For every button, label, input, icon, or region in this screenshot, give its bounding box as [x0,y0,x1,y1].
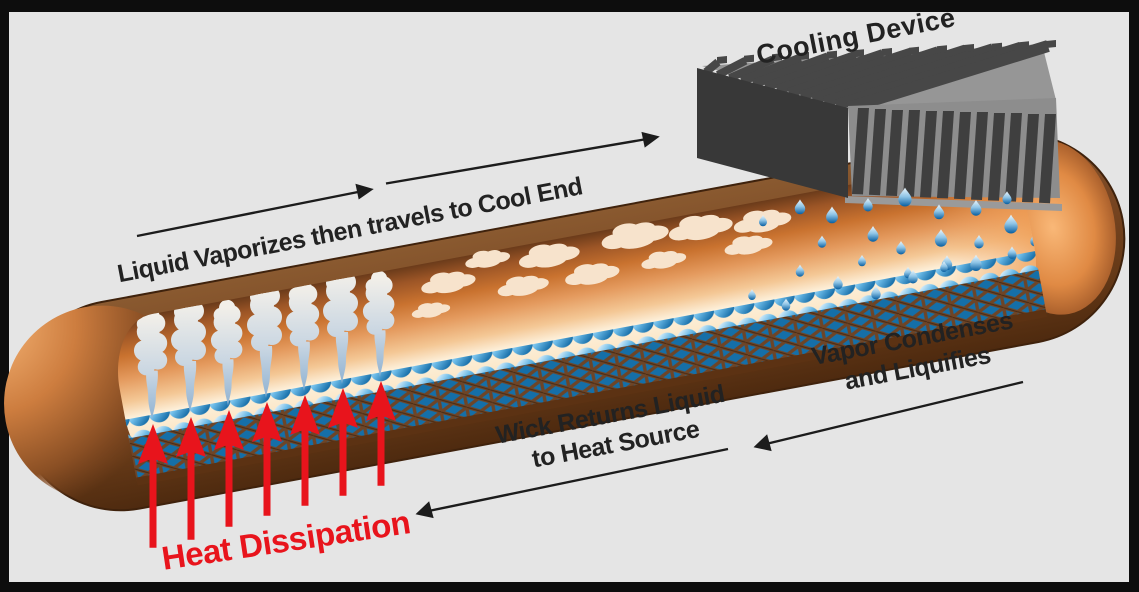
pipe-body [4,132,1126,512]
wick-mesh [128,269,1047,482]
heat-arrows [138,381,396,548]
flow-arrows [136,131,1024,519]
vapor-flow-arrowhead-2 [641,131,660,148]
heat-sink [697,40,1062,211]
heat-sink-fins [852,108,1056,204]
wick-flow-arrowhead [415,501,434,519]
condense-flow-arrowhead [753,434,772,452]
wick-liquid-bumps [125,251,1040,444]
heat-sink-front-face [697,68,848,198]
vapor-flow-arrowhead-1 [355,183,374,200]
wick [125,251,1048,486]
heat-sink-fin-teeth [717,40,1056,64]
heat-sink-fin-tops [703,40,1050,114]
